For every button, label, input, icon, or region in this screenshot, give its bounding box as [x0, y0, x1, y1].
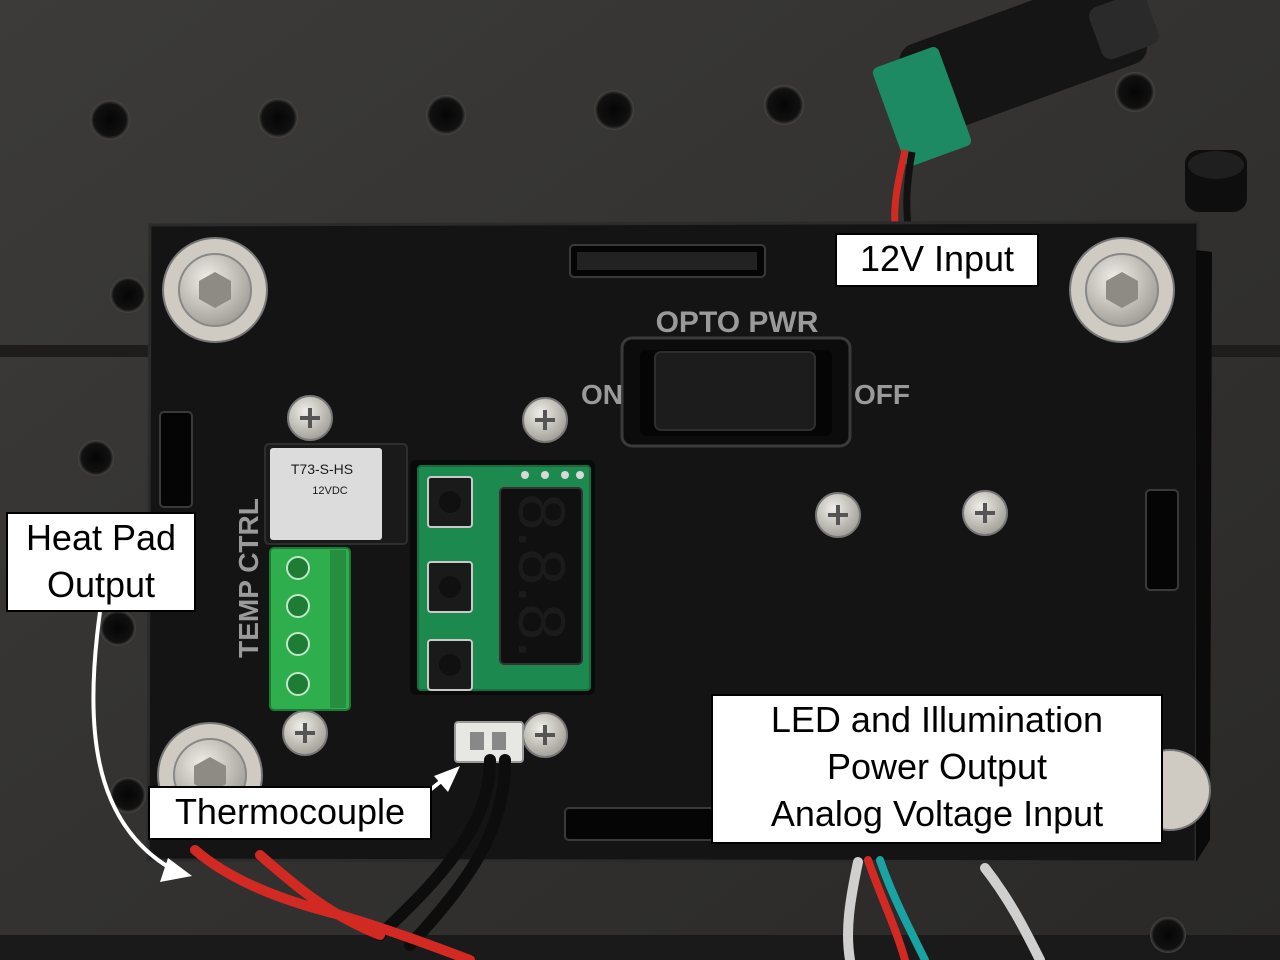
- heat-pad-arrow: [91, 611, 172, 870]
- label-heat-pad-line2: Output: [46, 564, 156, 605]
- cap-screw-top-right: [1069, 237, 1175, 343]
- switch-on-engraving: ON: [581, 379, 623, 410]
- label-12v-input: 12V Input: [835, 233, 1039, 287]
- controller-pcb: [410, 460, 595, 695]
- jst-connector: [454, 721, 524, 763]
- opto-pwr-engraving: OPTO PWR: [656, 306, 819, 339]
- phillips-screws: [282, 395, 1008, 758]
- standoff: [1185, 150, 1247, 212]
- label-led-line2: Power Output: [826, 746, 1048, 787]
- label-led-illumination: LED and Illumination Power Output Analog…: [711, 694, 1163, 844]
- dc-barrel-connector: [872, 0, 1159, 226]
- wires: [190, 754, 1045, 960]
- label-12v-input-text: 12V Input: [859, 238, 1015, 279]
- callout-arrows: [91, 611, 460, 882]
- label-led-line3: Analog Voltage Input: [770, 793, 1104, 834]
- terminal-block: [269, 547, 351, 711]
- label-led-line1: LED and Illumination: [770, 699, 1104, 740]
- opto-power-rocker-switch: [620, 336, 852, 448]
- label-heat-pad-output: Heat Pad Output: [6, 512, 196, 612]
- breadboard-holes: [78, 72, 1186, 953]
- relay-coil: 12VDC: [312, 485, 348, 497]
- label-heat-pad-line1: Heat Pad: [25, 517, 177, 558]
- cap-screw-top-left: [162, 237, 268, 343]
- panel-slots: [159, 244, 1179, 841]
- temp-ctrl-engraving: TEMP CTRL: [233, 498, 264, 658]
- label-thermocouple: Thermocouple: [148, 786, 432, 840]
- switch-off-engraving: OFF: [854, 379, 910, 410]
- relay: T73-S-HS 12VDC: [264, 443, 408, 545]
- seven-segment-display: 8.8.8.: [505, 493, 579, 658]
- label-thermocouple-text: Thermocouple: [174, 791, 406, 832]
- display-digits: 8.8.8.: [505, 493, 579, 658]
- relay-model: T73-S-HS: [291, 461, 353, 477]
